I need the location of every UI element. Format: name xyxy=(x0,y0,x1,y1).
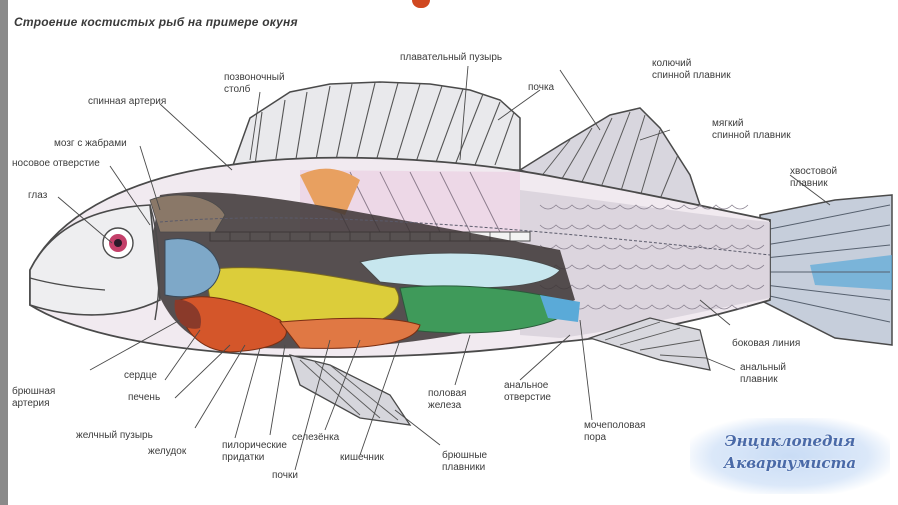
label-gonad: половая железа xyxy=(428,388,466,412)
label-pyloric-caeca: пилорические придатки xyxy=(222,440,287,464)
label-lateral-line: боковая линия xyxy=(732,338,800,350)
label-spiny-dorsal-fin: колючий спинной плавник xyxy=(652,58,731,82)
label-dorsal-artery: спинная артерия xyxy=(88,96,166,108)
label-kidneys: почки xyxy=(272,470,298,482)
label-brain: мозг с жабрами xyxy=(54,138,127,150)
label-kidney: почка xyxy=(528,82,554,94)
label-liver: печень xyxy=(128,392,160,404)
fish-head xyxy=(30,205,160,315)
stamp-line-2: Аквариумиста xyxy=(690,452,890,474)
encyclopedia-stamp: Энциклопедия Аквариумиста xyxy=(690,418,890,494)
label-anal-fin: анальный плавник xyxy=(740,362,786,386)
label-caudal-fin: хвостовой плавник xyxy=(790,166,837,190)
label-pelvic-fins: брюшные плавники xyxy=(442,450,487,474)
label-heart: сердце xyxy=(124,370,157,382)
label-intestine: кишечник xyxy=(340,452,384,464)
label-soft-dorsal-fin: мягкий спинной плавник xyxy=(712,118,791,142)
label-backbone: позвоночный столб xyxy=(224,72,285,96)
label-urogenital-pore: мочеполовая пора xyxy=(584,420,645,444)
stamp-line-1: Энциклопедия xyxy=(690,430,890,452)
label-ventral-artery: брюшная артерия xyxy=(12,386,55,410)
label-anal-opening: анальное отверстие xyxy=(504,380,551,404)
label-swim-bladder-top: плавательный пузырь xyxy=(400,52,502,64)
label-spleen: селезёнка xyxy=(292,432,339,444)
label-gallbladder: желчный пузырь xyxy=(76,430,153,442)
eye-pupil xyxy=(114,239,122,247)
label-nostril: носовое отверстие xyxy=(12,158,100,170)
label-stomach: желудок xyxy=(148,446,186,458)
label-eye: глаз xyxy=(28,190,47,202)
